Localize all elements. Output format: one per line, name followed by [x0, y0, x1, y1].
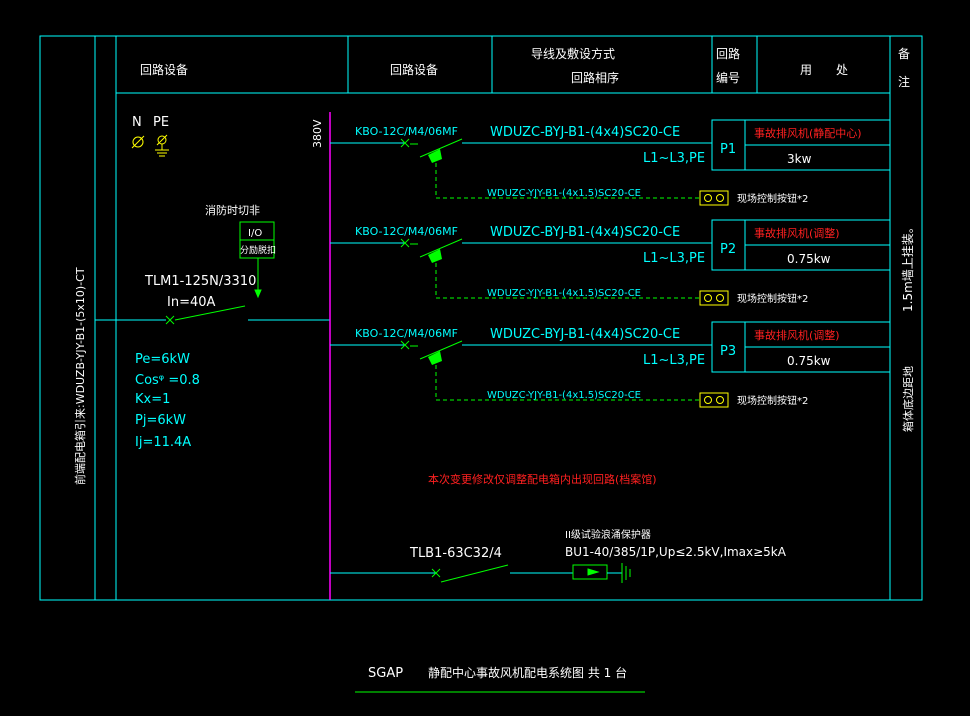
button-icon — [704, 396, 712, 404]
contactor-block — [428, 149, 442, 163]
shunt-link — [254, 258, 262, 299]
footer-code: SGAP — [368, 666, 403, 681]
load-pj: Pj=6kW — [135, 413, 186, 428]
circuit-breaker-label: KBO-12C/M4/06MF — [355, 327, 458, 340]
circuit-breaker-blade — [419, 138, 463, 158]
load-pe: Pe=6kW — [135, 352, 190, 367]
button-icon — [716, 194, 724, 202]
n-terminal-label: N — [132, 115, 142, 130]
shunt-trip-label: 分励脱扣 — [240, 244, 276, 256]
circuit-phase-label: L1~L3,PE — [643, 353, 705, 368]
circuit-id: P2 — [720, 242, 736, 257]
spd-circuit-symbol — [330, 563, 631, 583]
circuit-power: 3kw — [787, 152, 812, 166]
circuit-id: P3 — [720, 344, 736, 359]
outer-border — [39, 35, 923, 601]
header-col6-line1: 备 — [898, 47, 910, 61]
change-note: 本次变更修改仅调整配电箱内出现回路(档案馆) — [428, 472, 657, 486]
header-col4-line1: 回路 — [716, 46, 740, 61]
spd-title: II级试验浪涌保护器 — [565, 528, 651, 541]
header-col2: 回路设备 — [390, 62, 438, 77]
control-button-box — [699, 190, 729, 206]
control-cable-label: WDUZC-YJY-B1-(4x1.5)SC20-CE — [487, 390, 641, 401]
outgoing-circuits: KBO-12C/M4/06MF WDUZC-BYJ-B1-(4x4)SC20-CE… — [330, 119, 891, 408]
pe-ground-icon — [155, 134, 169, 157]
pe-terminal-label: PE — [153, 115, 169, 130]
button-icon — [704, 194, 712, 202]
bus-voltage-label: 380V — [311, 119, 324, 148]
circuit-use: 事故排风机(调整) — [754, 328, 840, 342]
circuit-cable-label: WDUZC-BYJ-B1-(4x4)SC20-CE — [490, 125, 680, 140]
control-button-label: 现场控制按钮*2 — [737, 394, 808, 407]
circuit-breaker-cross — [400, 238, 410, 248]
io-module — [239, 221, 275, 259]
circuit-phase-label: L1~L3,PE — [643, 251, 705, 266]
control-cable-label: WDUZC-YJY-B1-(4x1.5)SC20-CE — [487, 188, 641, 199]
main-breaker-symbol — [95, 305, 330, 325]
fire-cut-label: 消防时切非 — [205, 203, 260, 217]
circuit-cable-label: WDUZC-BYJ-B1-(4x4)SC20-CE — [490, 225, 680, 240]
n-terminal-icon — [131, 135, 145, 149]
circuit-breaker-cross — [400, 138, 410, 148]
main-breaker-label: TLM1-125N/3310 — [144, 274, 256, 289]
control-button-label: 现场控制按钮*2 — [737, 292, 808, 305]
circuit-use: 事故排风机(静配中心) — [754, 126, 862, 140]
button-icon — [704, 294, 712, 302]
circuit-id: P1 — [720, 142, 736, 157]
circuit-breaker-blade — [419, 340, 463, 360]
main-breaker-rating: In=40A — [167, 295, 216, 310]
circuit-breaker-blade — [419, 238, 463, 258]
load-kx: Kx=1 — [135, 392, 170, 407]
circuit-use: 事故排风机(调整) — [754, 226, 840, 240]
load-cos: Cosᵠ =0.8 — [135, 373, 200, 388]
header-col5: 用 处 — [800, 63, 848, 77]
control-cable-label: WDUZC-YJY-B1-(4x1.5)SC20-CE — [487, 288, 641, 299]
circuit-row: KBO-12C/M4/06MF WDUZC-BYJ-B1-(4x4)SC20-CE… — [330, 119, 891, 206]
spd-breaker-label: TLB1-63C32/4 — [409, 546, 502, 561]
control-button-box — [699, 392, 729, 408]
header-col6-line2: 注 — [898, 74, 910, 89]
circuit-row: KBO-12C/M4/06MF WDUZC-BYJ-B1-(4x4)SC20-CE… — [330, 321, 891, 408]
footer-title: 静配中心事故风机配电系统图 共 1 台 — [428, 665, 627, 680]
circuit-phase-label: L1~L3,PE — [643, 151, 705, 166]
header-col4-line2: 编号 — [716, 70, 740, 85]
header-col3-line1: 导线及敷设方式 — [531, 46, 615, 61]
circuit-row: KBO-12C/M4/06MF WDUZC-BYJ-B1-(4x4)SC20-CE… — [330, 219, 891, 306]
circuit-breaker-label: KBO-12C/M4/06MF — [355, 125, 458, 138]
control-button-box — [699, 290, 729, 306]
circuit-power: 0.75kw — [787, 252, 831, 266]
circuit-breaker-cross — [400, 340, 410, 350]
header-col1: 回路设备 — [140, 62, 188, 77]
incoming-cable-label: 前端配电箱引来:WDUZB-YJY-B1-(5x10)-CT — [73, 267, 87, 485]
spd-spec: BU1-40/385/1P,Up≤2.5kV,Imax≥5kA — [565, 545, 787, 559]
circuit-breaker-label: KBO-12C/M4/06MF — [355, 225, 458, 238]
remark-mounting-height: 1.5m墙上挂装。 — [901, 221, 915, 312]
circuit-cable-label: WDUZC-BYJ-B1-(4x4)SC20-CE — [490, 327, 680, 342]
button-icon — [716, 294, 724, 302]
contactor-block — [428, 249, 442, 263]
circuit-power: 0.75kw — [787, 354, 831, 368]
io-label: I/O — [248, 228, 262, 239]
header-col3-line2: 回路相序 — [571, 70, 619, 85]
control-button-label: 现场控制按钮*2 — [737, 192, 808, 205]
contactor-block — [428, 351, 442, 365]
button-icon — [716, 396, 724, 404]
remark-box-bottom: 箱体底边距地 — [901, 366, 915, 432]
load-ij: Ij=11.4A — [135, 435, 191, 450]
